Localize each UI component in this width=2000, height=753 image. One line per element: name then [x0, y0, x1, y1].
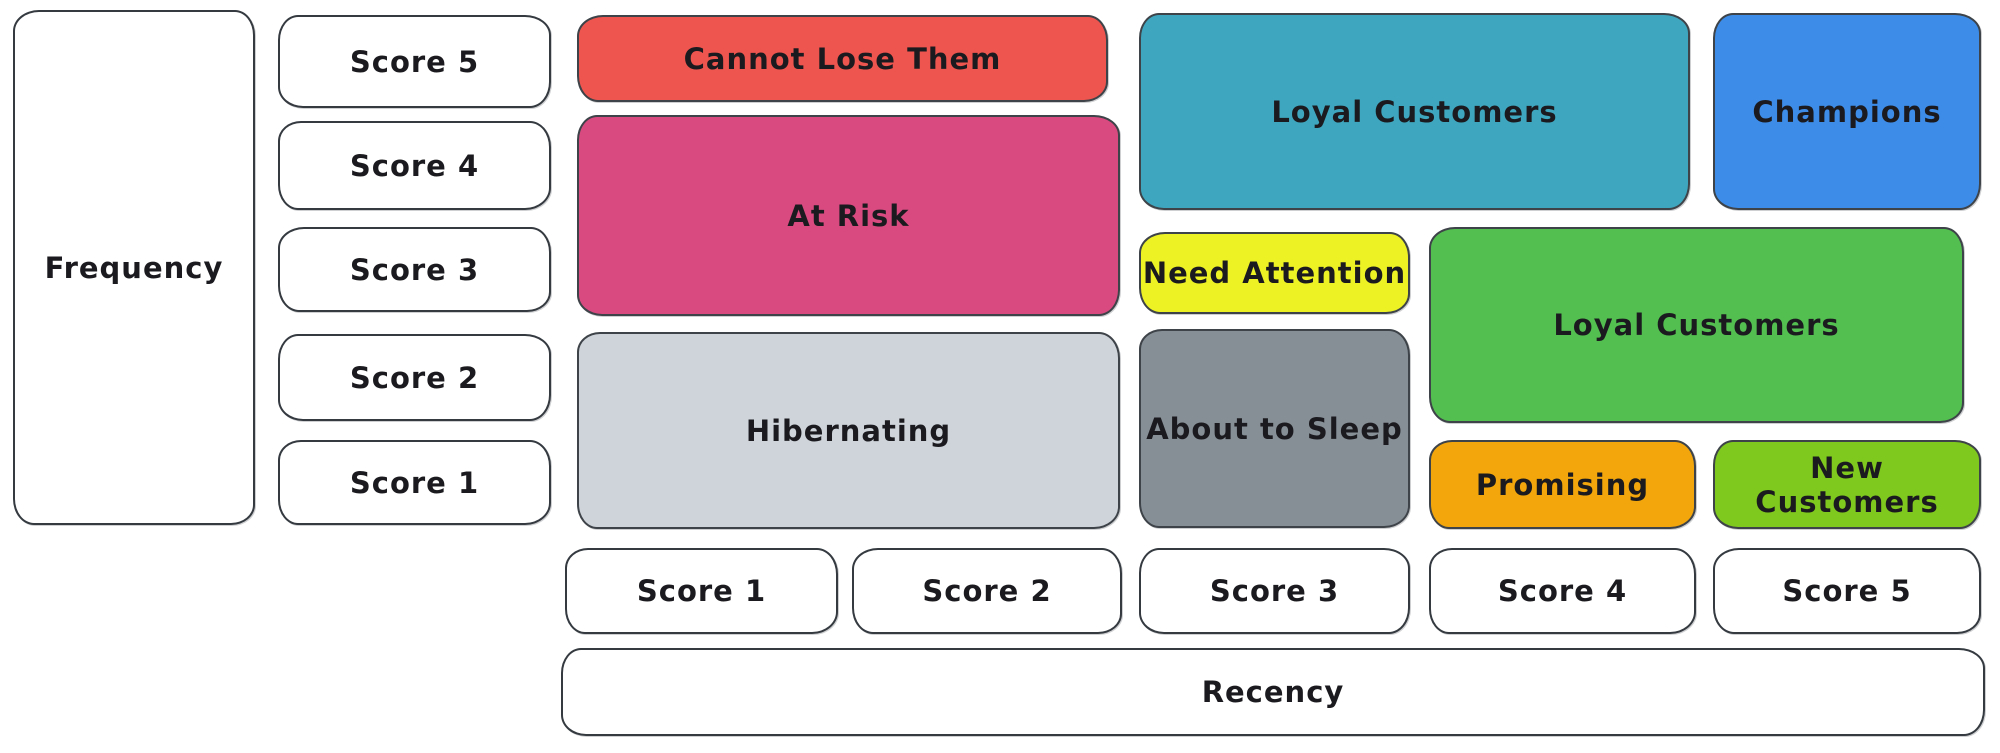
segment-about-to-sleep: About to Sleep [1139, 329, 1410, 528]
recency-score-2-label: Score 2 [922, 574, 1052, 608]
segment-need-attention-label: Need Attention [1142, 256, 1407, 290]
frequency-score-2-box: Score 2 [278, 334, 551, 421]
segment-at-risk: At Risk [577, 115, 1120, 316]
segment-hibernating-label: Hibernating [745, 413, 952, 448]
segment-about-to-sleep-label: About to Sleep [1146, 411, 1403, 446]
recency-score-1-label: Score 1 [636, 574, 767, 608]
frequency-score-1-box: Score 1 [278, 440, 551, 525]
segment-promising: Promising [1429, 440, 1696, 529]
recency-score-4-box: Score 4 [1429, 548, 1696, 634]
segment-champions-label: Champions [1752, 94, 1942, 129]
segment-loyal-customers-top-label: Loyal Customers [1271, 94, 1558, 129]
segment-cannot-lose-them: Cannot Lose Them [577, 15, 1108, 102]
segment-promising-label: Promising [1475, 467, 1650, 502]
recency-axis-label-box: Recency [561, 648, 1985, 736]
recency-score-2-box: Score 2 [852, 548, 1122, 634]
segment-need-attention: Need Attention [1139, 232, 1410, 314]
segment-new-customers-label: New Customers [1755, 450, 1939, 519]
segment-cannot-lose-them-label: Cannot Lose Them [683, 41, 1002, 76]
recency-score-3-label: Score 3 [1209, 574, 1340, 608]
recency-score-5-label: Score 5 [1782, 574, 1912, 608]
frequency-score-4-box: Score 4 [278, 121, 551, 210]
segment-loyal-customers-mid-label: Loyal Customers [1553, 308, 1840, 342]
frequency-score-3-box: Score 3 [278, 227, 551, 312]
frequency-score-3-label: Score 3 [349, 252, 480, 287]
frequency-score-2-label: Score 2 [349, 360, 480, 395]
frequency-score-5-box: Score 5 [278, 15, 551, 108]
segment-hibernating: Hibernating [577, 332, 1120, 529]
recency-score-3-box: Score 3 [1139, 548, 1410, 634]
segment-champions: Champions [1713, 13, 1981, 210]
segment-new-customers: New Customers [1713, 440, 1981, 529]
segment-loyal-customers-mid: Loyal Customers [1429, 227, 1964, 423]
recency-score-5-box: Score 5 [1713, 548, 1981, 634]
frequency-axis-label-box: Frequency [13, 10, 255, 525]
recency-score-4-label: Score 4 [1497, 574, 1628, 608]
frequency-axis-label: Frequency [44, 250, 224, 285]
frequency-score-1-label: Score 1 [349, 465, 480, 500]
recency-axis-label: Recency [1201, 675, 1345, 709]
segment-at-risk-label: At Risk [787, 198, 910, 233]
frequency-score-4-label: Score 4 [349, 148, 480, 183]
frequency-score-5-label: Score 5 [349, 44, 480, 79]
recency-score-1-box: Score 1 [565, 548, 838, 634]
segment-loyal-customers-top: Loyal Customers [1139, 13, 1690, 210]
